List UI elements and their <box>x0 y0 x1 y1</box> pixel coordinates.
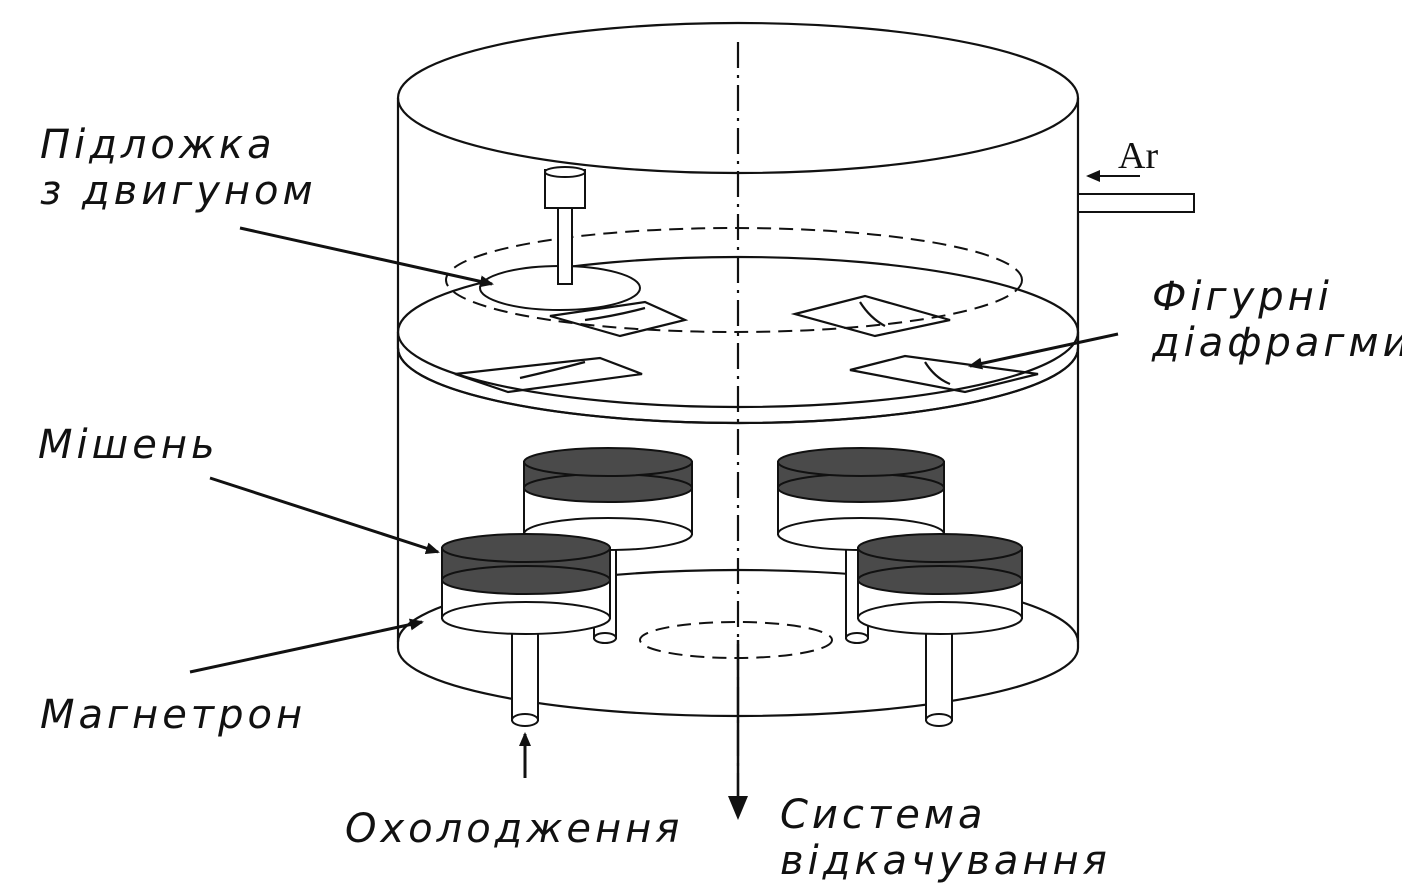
magnetron-unit <box>857 533 1023 727</box>
gas-label: Ar <box>1118 135 1158 177</box>
sputtering-target <box>523 447 693 503</box>
diaphragm-pointer-arrow <box>968 332 1119 370</box>
cooling-label: Охолодження <box>345 806 683 852</box>
substrate-label-line1: Підложка <box>40 122 276 168</box>
figured-diaphragm <box>790 294 951 338</box>
sputtering-target <box>441 533 611 595</box>
target-pointer-arrow <box>209 476 440 555</box>
magnetron-unit <box>777 447 945 644</box>
magnetron-pointer-arrow <box>189 618 424 674</box>
substrate-pointer-arrow <box>239 226 494 288</box>
diaphragms-label-line1: Фігурні <box>1152 274 1333 320</box>
substrate-label-line2: з двигуном <box>40 168 317 214</box>
pumping-arrow <box>728 640 748 820</box>
substrate-holder <box>445 166 1023 333</box>
figured-diaphragm <box>849 354 1039 394</box>
figured-diaphragm <box>454 356 643 394</box>
sputtering-target <box>857 533 1023 595</box>
figured-diaphragm <box>549 300 689 338</box>
argon-inlet-pipe: Ar <box>1077 135 1195 213</box>
diaphragms-label-line2: діафрагми <box>1151 320 1402 366</box>
pumping-label-line2: відкачування <box>780 838 1111 884</box>
sputtering-target <box>777 447 945 503</box>
magnetron-label: Магнетрон <box>40 692 306 738</box>
pumping-label-line1: Система <box>780 792 987 838</box>
target-label: Мішень <box>38 422 219 468</box>
magnetron-unit <box>441 533 611 727</box>
